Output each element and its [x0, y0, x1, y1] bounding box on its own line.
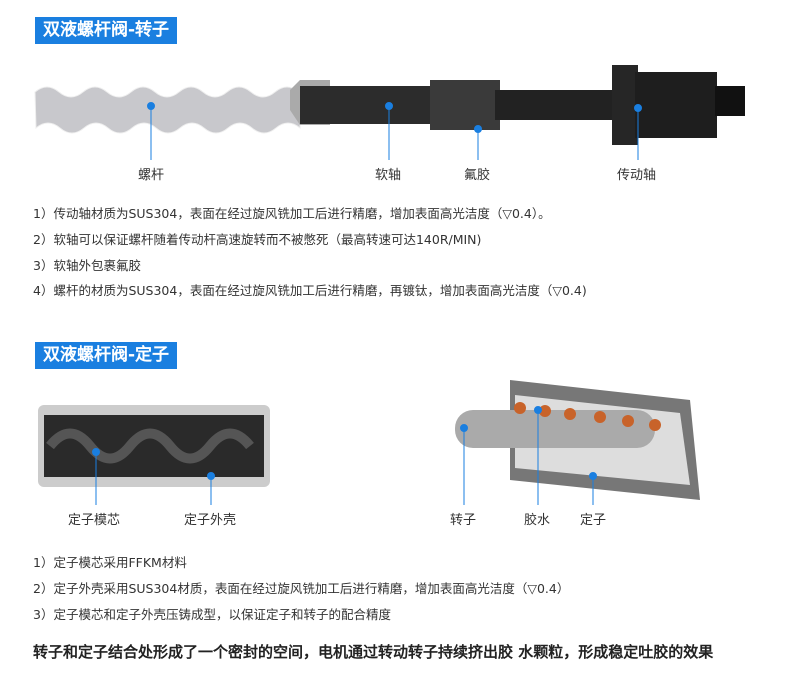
label-soft-shaft: 软轴	[375, 168, 402, 183]
label-stator: 定子	[580, 513, 607, 528]
label-glue: 胶水	[524, 513, 551, 528]
rotor-note: 3）软轴外包裹氟胶	[33, 258, 141, 273]
summary-text: 转子和定子结合处形成了一个密封的空间，电机通过转动转子持续挤出胶 水颗粒，形成稳…	[33, 643, 714, 661]
screw	[34, 83, 301, 134]
stator-note: 2）定子外壳采用SUS304材质，表面在经过旋风铣加工后进行精磨，增加表面高光洁…	[33, 581, 570, 596]
stator-note: 1）定子模芯采用FFKM材料	[33, 555, 187, 570]
rotor-illustration	[34, 65, 745, 145]
stator-section-title: 双液螺杆阀-定子	[35, 342, 178, 369]
label-stator-shell: 定子外壳	[184, 513, 237, 528]
stator-core-illustration	[38, 405, 270, 487]
label-rotor: 转子	[450, 513, 477, 528]
rotor-note: 4）螺杆的材质为SUS304，表面在经过旋风铣加工后进行精磨，再镀钛，增加表面高…	[33, 283, 587, 298]
rotor-note: 1）传动轴材质为SUS304，表面在经过旋风铣加工后进行精磨，增加表面高光洁度（…	[33, 206, 551, 221]
label-drive-shaft: 传动轴	[617, 168, 657, 183]
rotor-section-title: 双液螺杆阀-转子	[35, 17, 178, 44]
rotor-pointers	[147, 102, 642, 160]
label-stator-core: 定子模芯	[68, 513, 121, 528]
assembly-illustration	[455, 380, 700, 500]
stator-pointers	[92, 406, 597, 505]
stator-note: 3）定子模芯和定子外壳压铸成型，以保证定子和转子的配合精度	[33, 607, 391, 622]
label-ptfe: 氟胶	[464, 168, 491, 183]
label-screw: 螺杆	[138, 168, 165, 183]
rotor-note: 2）软轴可以保证螺杆随着传动杆高速旋转而不被憋死（最高转速可达140R/MIN)	[33, 232, 482, 247]
